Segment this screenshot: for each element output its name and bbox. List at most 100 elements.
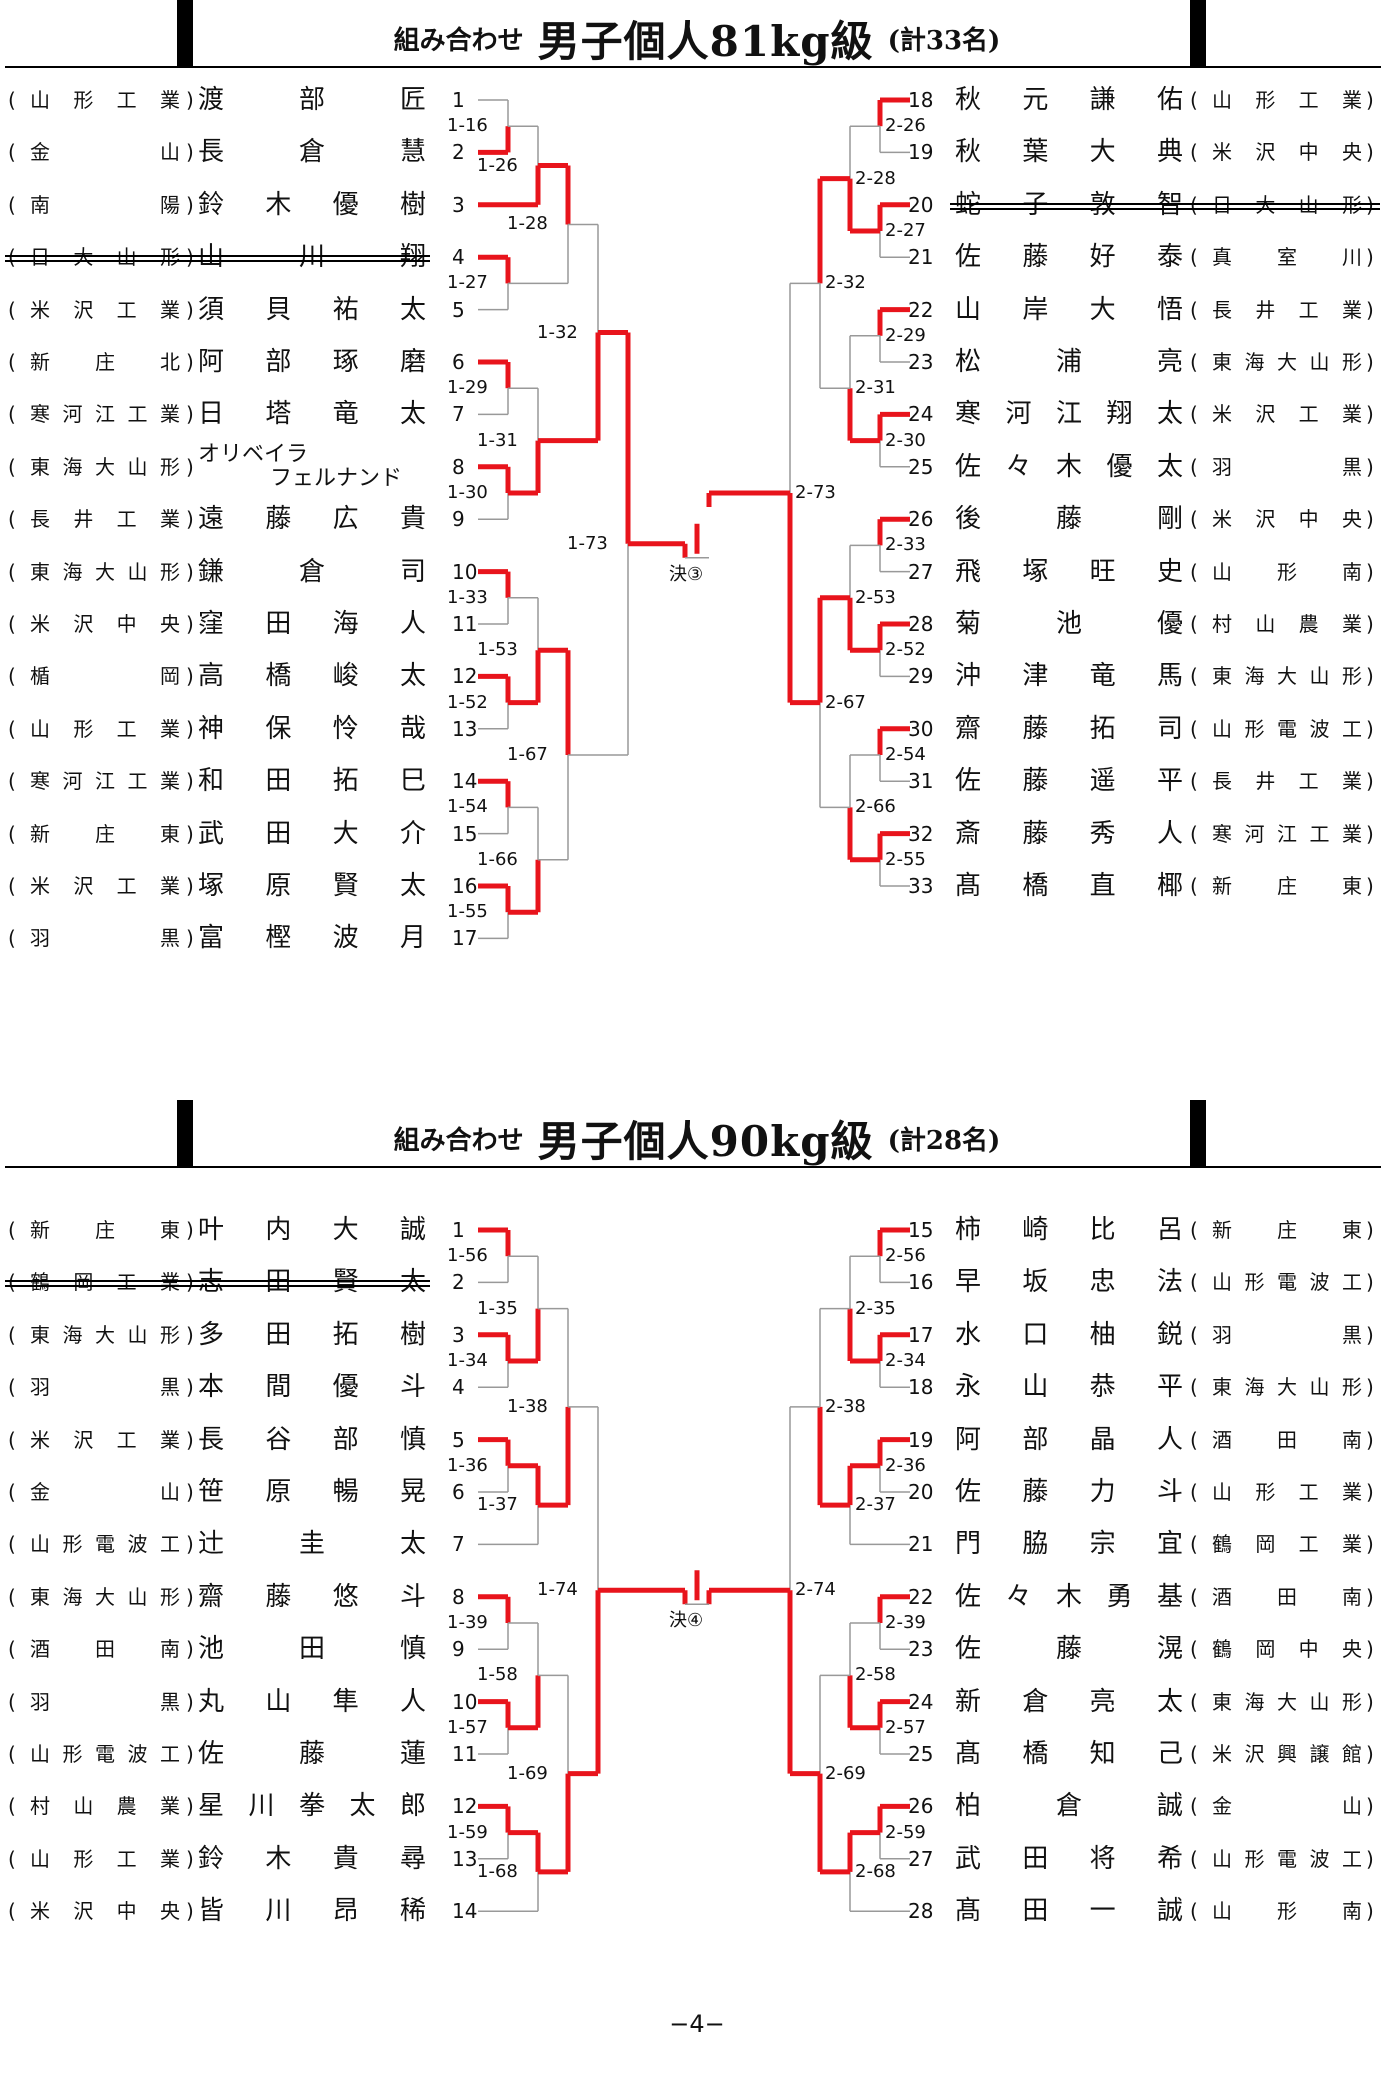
school-char: 米 xyxy=(1212,507,1232,532)
school-char: 南 xyxy=(1342,1899,1362,1924)
player-name-char: 将 xyxy=(1089,1843,1116,1874)
paren-open: ( xyxy=(1190,1270,1198,1295)
match-label: 2-35 xyxy=(854,1297,897,1319)
school-char: 山 xyxy=(1212,1480,1232,1504)
player-name-char: 太 xyxy=(349,1791,376,1822)
school-char: 田 xyxy=(1277,1584,1297,1609)
player-name-char: 樹 xyxy=(399,189,426,220)
player-name-char: 竜 xyxy=(1089,661,1116,692)
player-name-char: 山 xyxy=(265,1686,292,1717)
paren-close: ) xyxy=(186,88,194,112)
school-char: 山 xyxy=(1212,88,1232,112)
seed-number: 27 xyxy=(908,1846,934,1871)
school-char: 大 xyxy=(1277,664,1297,689)
seed-number: 28 xyxy=(908,1899,934,1924)
school-char: 岡 xyxy=(1255,1637,1276,1662)
match-label: 2-32 xyxy=(824,272,867,294)
school-char: 業 xyxy=(159,1270,180,1295)
paren-close: ) xyxy=(186,1899,194,1924)
player-name-char: 部 xyxy=(1022,1424,1049,1455)
player-name-char: 志 xyxy=(198,1267,225,1298)
match-label: 1-37 xyxy=(476,1494,519,1516)
paren-close: ) xyxy=(186,664,194,689)
school-char: 形 xyxy=(1342,1689,1362,1714)
paren-close: ) xyxy=(186,612,194,636)
player-name-char: 水 xyxy=(955,1319,982,1350)
school-char: 山 xyxy=(1255,612,1276,636)
paren-open: ( xyxy=(8,612,16,636)
player-name: 後藤剛 xyxy=(955,499,1183,539)
player-name-char: 太 xyxy=(399,1529,426,1560)
player-name-char: 拳 xyxy=(298,1791,325,1822)
seed-number: 9 xyxy=(452,1637,465,1662)
paren-close: ) xyxy=(186,559,194,584)
match-label: 1-26 xyxy=(476,154,519,176)
player-name: 叶内大誠 xyxy=(198,1210,426,1250)
player-name-char: 好 xyxy=(1089,242,1116,273)
school-char: 沢 xyxy=(73,1899,94,1924)
school-name: 山形南 xyxy=(1212,552,1362,592)
school-char: 工 xyxy=(116,1846,137,1871)
seed-number: 23 xyxy=(908,350,934,374)
school-name: 東海大山形 xyxy=(1212,1682,1362,1722)
player-name-char: 藤 xyxy=(298,1739,325,1769)
seed-number: 18 xyxy=(908,1375,934,1400)
player-name-char: 樫 xyxy=(265,923,292,954)
player-name-char: 部 xyxy=(332,1424,359,1455)
paren-close: ) xyxy=(1366,664,1374,689)
player-name-char: 田 xyxy=(1022,1896,1049,1927)
school-char: 金 xyxy=(30,140,50,165)
player-name: 佐藤好泰 xyxy=(955,237,1183,277)
school-name: 羽黒 xyxy=(30,918,180,958)
player-name-char: 慧 xyxy=(399,137,426,168)
school-char: 江 xyxy=(95,769,115,794)
withdrawn-strike xyxy=(5,1262,430,1302)
school-char: 山 xyxy=(30,1532,50,1557)
school-name: 東海大山形 xyxy=(30,1315,180,1355)
player-name-char: 塔 xyxy=(265,399,292,430)
school-name: 米沢興譲館 xyxy=(1212,1734,1362,1774)
paren-close: ) xyxy=(1366,716,1374,741)
school-char: 業 xyxy=(1341,612,1362,636)
player-name-char: 峻 xyxy=(332,661,359,692)
player-name-char: 倉 xyxy=(298,556,325,587)
player-name: 阿部晶人 xyxy=(955,1420,1183,1460)
player-name-char: 昂 xyxy=(332,1896,359,1927)
school-char: 譲 xyxy=(1309,1742,1330,1766)
school-char: 業 xyxy=(1342,821,1362,846)
player-name-char: 田 xyxy=(265,1267,292,1298)
seed-number: 15 xyxy=(452,821,478,846)
school-name: 楯岡 xyxy=(30,656,180,696)
school-char: 山 xyxy=(1309,1375,1330,1400)
school-char: 大 xyxy=(95,454,115,479)
player-name-char: 菊 xyxy=(955,609,982,639)
school-char: 電 xyxy=(95,1742,115,1766)
paren-open: ( xyxy=(1190,769,1198,794)
school-char: 井 xyxy=(73,507,94,532)
player-name: 柏倉誠 xyxy=(955,1786,1183,1826)
school-char: 米 xyxy=(30,1427,50,1452)
school-char: 河 xyxy=(62,402,83,427)
player-name-char: 倉 xyxy=(1022,1686,1049,1717)
match-label: 2-39 xyxy=(884,1612,927,1633)
player-name-char: 平 xyxy=(1156,766,1183,797)
school-char: 山 xyxy=(116,245,137,270)
school-char: 大 xyxy=(1277,350,1297,374)
player-name: 髙橋知己 xyxy=(955,1734,1183,1774)
school-char: 山 xyxy=(1212,1899,1232,1924)
player-name-char: 貴 xyxy=(332,1843,359,1874)
player-name-char: 司 xyxy=(1156,713,1183,744)
player-name: 須貝祐太 xyxy=(198,290,426,330)
paren-close: ) xyxy=(186,769,194,794)
